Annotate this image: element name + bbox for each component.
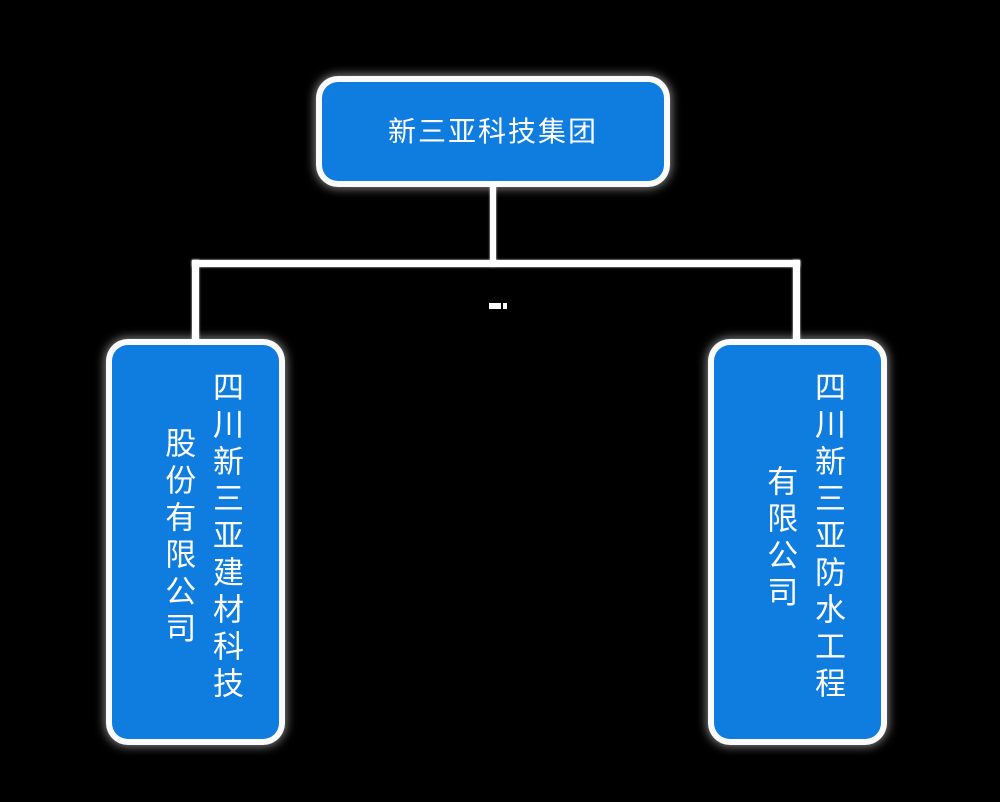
org-node-child-left[interactable]: 四川新三亚建材科技 股份有限公司 <box>112 345 279 739</box>
connector-drop-right <box>793 260 800 350</box>
connector-horizontal-bus <box>192 260 800 267</box>
org-node-child-right-label-column-2: 有限公司 <box>761 465 798 613</box>
org-node-root-label: 新三亚科技集团 <box>387 114 598 148</box>
connector-drop-left <box>192 260 199 350</box>
center-artifact-mark <box>489 303 507 309</box>
org-node-child-right[interactable]: 四川新三亚防水工程 有限公司 <box>714 345 881 739</box>
connector-root-trunk <box>490 182 496 266</box>
org-node-child-right-text: 四川新三亚防水工程 有限公司 <box>714 345 881 739</box>
org-node-child-right-label-column-1: 四川新三亚防水工程 <box>809 371 845 704</box>
org-node-child-left-label-column-1: 四川新三亚建材科技 <box>207 371 243 704</box>
org-node-root[interactable]: 新三亚科技集团 <box>322 82 664 181</box>
org-node-child-left-label-column-2: 股份有限公司 <box>159 427 196 649</box>
org-node-child-left-text: 四川新三亚建材科技 股份有限公司 <box>112 345 279 739</box>
